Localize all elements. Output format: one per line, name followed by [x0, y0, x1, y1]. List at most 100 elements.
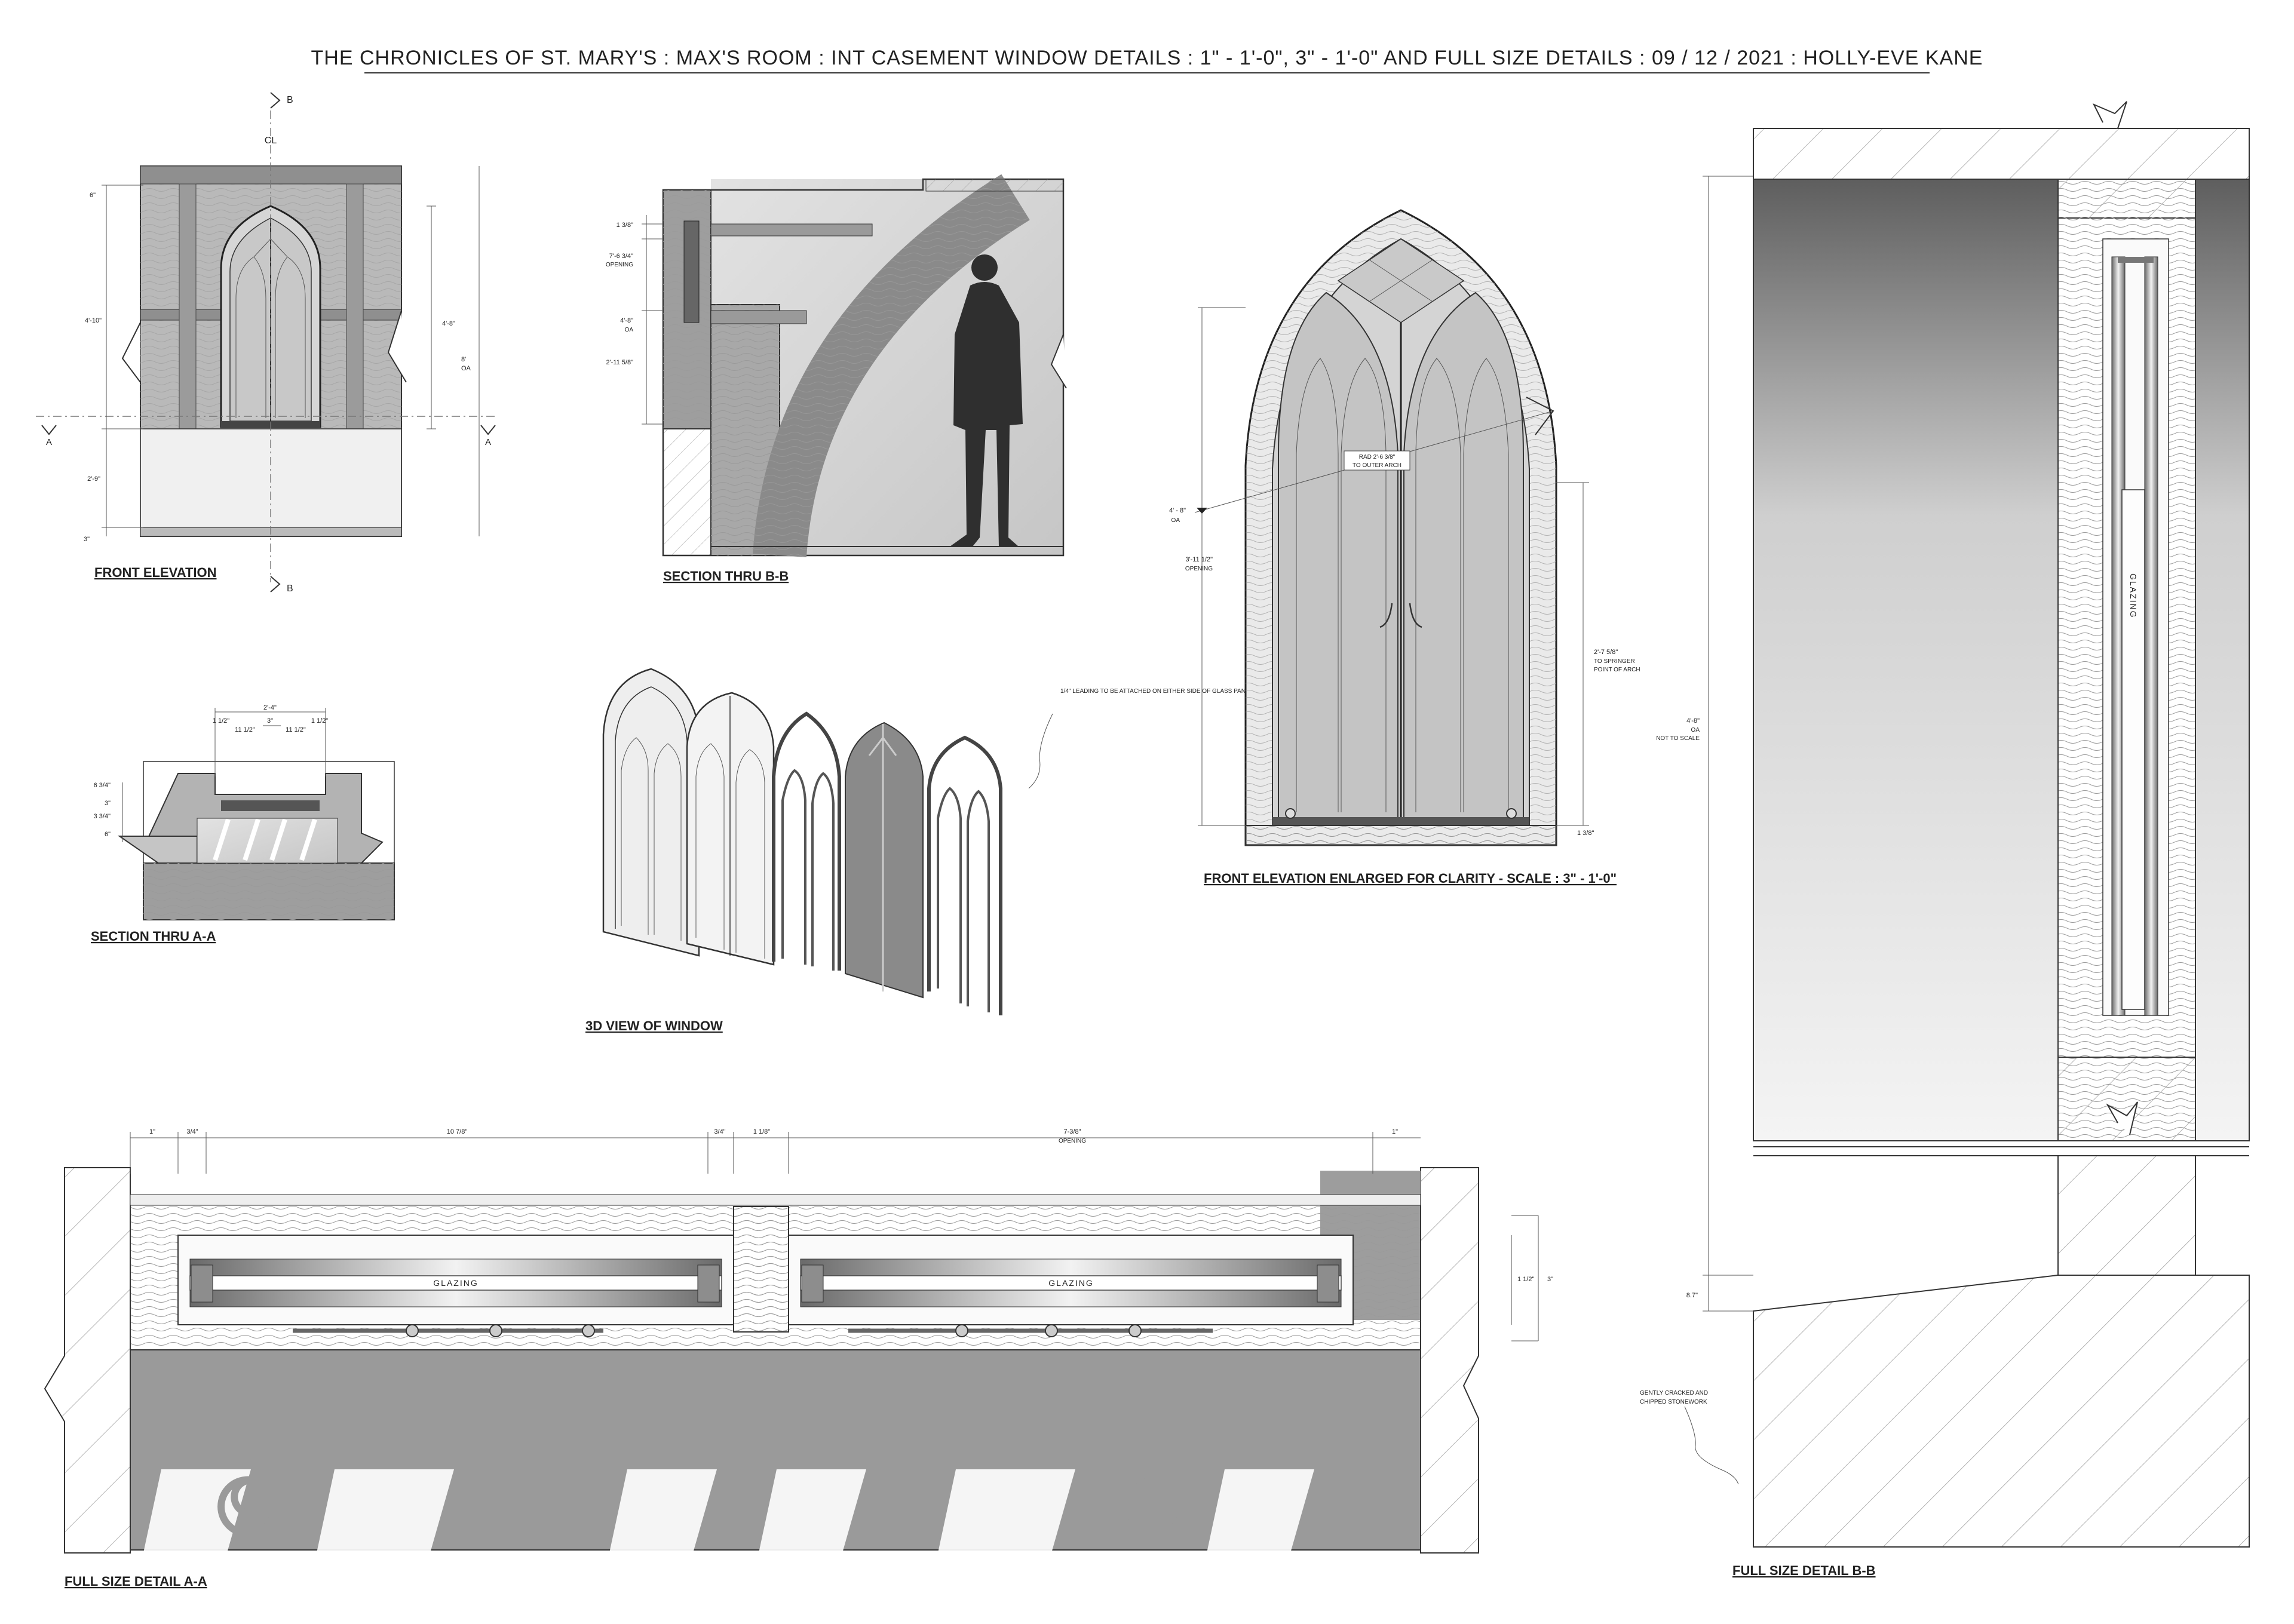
bb-dimensions	[1703, 176, 1753, 1312]
dim-aa-d: 11 1/2"	[235, 726, 255, 733]
bb-height-oa: OA	[1691, 727, 1700, 733]
section-bb-caption: SECTION THRU B-B	[663, 569, 789, 584]
front-elevation-view: CL B B A A 6" 4'-10" 4'-8" 8' OA 2'-9" 3…	[36, 92, 496, 594]
person-silhouette	[950, 254, 1023, 547]
full-size-bb-caption: FULL SIZE DETAIL B-B	[1732, 1563, 1876, 1578]
stone-note-1: GENTLY CRACKED AND	[1640, 1390, 1708, 1396]
dim-bb-2: 7'-6 3/4"	[609, 253, 633, 260]
left-stone-jamb	[44, 1167, 131, 1554]
enlarged-opening-note: OPENING	[1185, 566, 1213, 572]
aa-dim-2: 3/4"	[186, 1128, 198, 1135]
reveal-surface	[1753, 179, 2058, 1141]
front-elevation-caption: FRONT ELEVATION	[94, 565, 217, 580]
section-bb-dimensions	[642, 215, 663, 425]
exploded-frame	[602, 668, 700, 957]
section-bb-view: 1 3/8" 7'-6 3/4" OPENING 4'-8" OA 2'-11 …	[606, 174, 1067, 584]
dim-oa-label: OA	[461, 365, 471, 372]
dim-bb-1: 1 3/8"	[617, 222, 633, 229]
centerline-label: CL	[265, 136, 277, 146]
springer-note-1: TO SPRINGER	[1594, 658, 1635, 665]
aa-dim-r1: 1 1/2"	[1517, 1276, 1534, 1283]
dim-aa-e: 11 1/2"	[286, 726, 306, 733]
sheet-title: THE CHRONICLES OF ST. MARY'S : MAX'S ROO…	[311, 47, 1983, 69]
aa-dimensions	[130, 1132, 1539, 1341]
exploded-leading-front	[772, 711, 841, 971]
dim-aa-v4: 6"	[105, 831, 111, 838]
exploded-casements	[686, 692, 775, 966]
aa-dim-5: 1 1/8"	[753, 1128, 770, 1135]
leading-note: 1/4" LEADING TO BE ATTACHED ON EITHER SI…	[1060, 688, 1254, 695]
exploded-glass-pane	[845, 722, 924, 999]
radius-label: RAD 2'-6 3/8"	[1359, 454, 1396, 461]
full-size-detail-bb-view: GLAZING 4'-8" OA NOT TO SCALE 8.7" GENTL…	[1640, 101, 2250, 1578]
aa-dim-7: 1"	[1392, 1128, 1398, 1135]
dim-aa-v1: 6 3/4"	[94, 782, 111, 789]
dim-oa-value: 8'	[461, 356, 466, 363]
stone-note-2: CHIPPED STONEWORK	[1640, 1399, 1707, 1405]
espagnolette-hardware	[293, 1324, 1213, 1337]
bb-height-dim: 4'-8"	[1686, 717, 1700, 724]
handle-shadows	[143, 1469, 1314, 1553]
glazing-strip	[2121, 489, 2145, 1010]
dim-window-height: 4'-8"	[442, 320, 455, 327]
front-elevation-enlarged-caption: FRONT ELEVATION ENLARGED FOR CLARITY - S…	[1204, 871, 1617, 886]
section-marker-bottom-label: B	[287, 584, 293, 594]
aa-dim-4: 3/4"	[714, 1128, 725, 1135]
leading-note-leader	[1028, 713, 1053, 789]
front-elevation-dimensions	[102, 166, 480, 536]
section-marker-right-label: A	[485, 437, 491, 447]
aa-dim-6-note: OPENING	[1059, 1138, 1086, 1144]
bb-base-dim: 8.7"	[1686, 1292, 1698, 1299]
dim-base: 3"	[84, 536, 90, 543]
bb-height-note: NOT TO SCALE	[1656, 735, 1700, 742]
section-aa-caption: SECTION THRU A-A	[91, 929, 216, 944]
stone-sill	[1753, 1275, 2250, 1548]
view-3d-caption: 3D VIEW OF WINDOW	[585, 1018, 723, 1033]
dim-bb-4: 2'-11 5/8"	[606, 359, 633, 366]
dim-aa-b: 3"	[267, 717, 273, 724]
glazing-label-bb: GLAZING	[2129, 573, 2138, 618]
meeting-stiles	[733, 1206, 789, 1333]
dim-aa-overall: 2'-4"	[263, 704, 277, 711]
section-marker-top	[270, 92, 281, 109]
dim-left-height: 4'-10"	[85, 317, 102, 324]
right-stone-jamb	[1420, 1167, 1479, 1554]
window-3d-view: 1/4" LEADING TO BE ATTACHED ON EITHER SI…	[585, 668, 1254, 1033]
enlarged-oa-dim: 4' - 8"	[1169, 507, 1186, 514]
aa-dim-6: 7-3/8"	[1064, 1128, 1081, 1135]
section-marker-left-label: A	[46, 437, 52, 447]
dim-top: 6"	[90, 192, 96, 199]
dim-bb-3-note: OA	[625, 327, 634, 333]
exploded-leading-back	[927, 735, 1002, 1015]
enlarged-opening-dim: 3'-11 1/2"	[1185, 556, 1213, 563]
section-aa-dimensions	[122, 708, 326, 842]
full-size-detail-aa-view: GLAZING GLAZING	[44, 1128, 1553, 1589]
enlarged-base-dim: 1 3/8"	[1577, 830, 1594, 837]
glazing-label-aa-left: GLAZING	[433, 1278, 478, 1288]
sheet-title-block: THE CHRONICLES OF ST. MARY'S : MAX'S ROO…	[311, 47, 1983, 73]
full-size-aa-caption: FULL SIZE DETAIL A-A	[65, 1574, 207, 1589]
glazing-label-aa-right: GLAZING	[1048, 1278, 1093, 1288]
casement-handles	[1379, 603, 1422, 628]
enlarged-oa-note: OA	[1171, 517, 1180, 524]
stone-note-leader	[1684, 1406, 1739, 1485]
section-marker-top-label: B	[287, 95, 293, 105]
springer-dim: 2'-7 5/8"	[1594, 649, 1618, 656]
dim-aa-a: 1 1/2"	[213, 717, 229, 724]
front-elevation-enlarged-view: RAD 2'-6 3/8" TO OUTER ARCH 4' - 8" OA 3…	[1169, 209, 1640, 886]
dim-aa-v2: 3"	[105, 800, 111, 807]
section-marker-bottom	[270, 576, 281, 593]
dim-bb-2-note: OPENING	[606, 262, 633, 268]
aa-dim-r2: 3"	[1547, 1276, 1553, 1283]
radius-note: TO OUTER ARCH	[1353, 462, 1401, 469]
dim-sill: 2'-9"	[87, 475, 100, 483]
enlarged-dimensions	[1198, 307, 1589, 826]
springer-note-2: POINT OF ARCH	[1594, 667, 1640, 673]
dim-bb-3: 4'-8"	[620, 317, 633, 324]
aa-dim-1: 1"	[149, 1128, 155, 1135]
section-aa-view: 2'-4" 1 1/2" 3" 1 1/2" 11 1/2" 11 1/2" 6…	[91, 704, 395, 944]
dim-aa-v3: 3 3/4"	[94, 813, 111, 820]
dim-aa-c: 1 1/2"	[311, 717, 328, 724]
aa-dim-3: 10 7/8"	[447, 1128, 468, 1135]
